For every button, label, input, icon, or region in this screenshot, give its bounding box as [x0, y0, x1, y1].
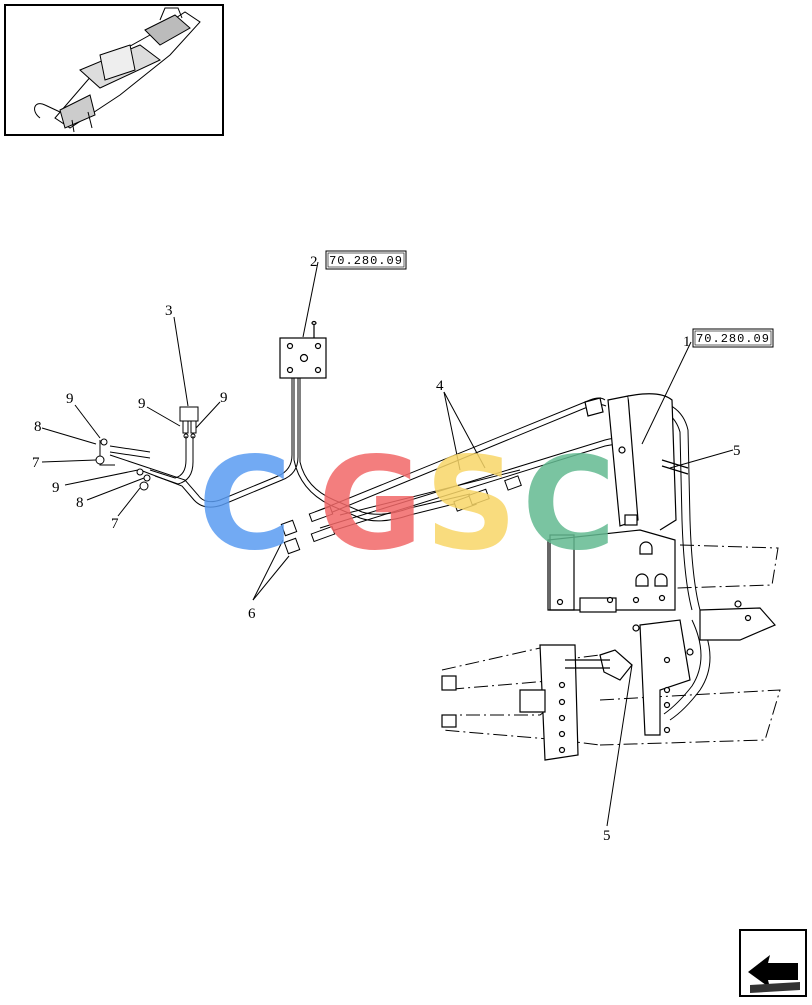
callout-6: 6 — [248, 606, 256, 622]
watermark: C G S C — [198, 430, 616, 579]
watermark-letter-c2: C — [522, 430, 616, 579]
callout-7-lower: 7 — [111, 516, 119, 532]
callout-8-lower: 8 — [76, 495, 84, 511]
callout-labels: 1 2 3 4 5 5 6 7 7 8 8 9 9 9 9 — [32, 254, 741, 844]
leader-lines — [41, 261, 734, 827]
reference-box-top: 70.280.09 — [325, 250, 407, 270]
part-3-coupler-block — [179, 406, 199, 439]
watermark-letter-c1: C — [198, 430, 292, 579]
watermark-letter-s: S — [425, 430, 517, 579]
part-2-valve-block — [279, 320, 327, 379]
callout-7-upper: 7 — [32, 455, 40, 471]
callout-5-lower: 5 — [603, 828, 611, 844]
callout-1: 1 — [683, 334, 691, 350]
reference-label-top: 70.280.09 — [329, 254, 403, 268]
callout-9-d: 9 — [52, 480, 60, 496]
frame-body — [441, 600, 776, 761]
callout-9-c: 9 — [220, 390, 228, 406]
reference-label-right: 70.280.09 — [696, 332, 770, 346]
callout-4: 4 — [436, 378, 444, 394]
next-page-arrow-icon[interactable] — [739, 929, 807, 997]
callout-5-upper: 5 — [733, 443, 741, 459]
overview-thumbnail — [4, 4, 224, 136]
part-6-couplers — [280, 475, 522, 555]
hose-lines — [109, 378, 711, 721]
callout-9-b: 9 — [138, 396, 146, 412]
reference-box-right: 70.280.09 — [692, 328, 774, 348]
callout-9-a: 9 — [66, 391, 74, 407]
callout-3: 3 — [165, 303, 173, 319]
watermark-letter-g: G — [318, 430, 423, 579]
loader-mast-assembly — [547, 393, 689, 613]
callout-8-upper: 8 — [34, 419, 42, 435]
callout-2: 2 — [310, 254, 318, 270]
left-fittings — [95, 438, 151, 491]
